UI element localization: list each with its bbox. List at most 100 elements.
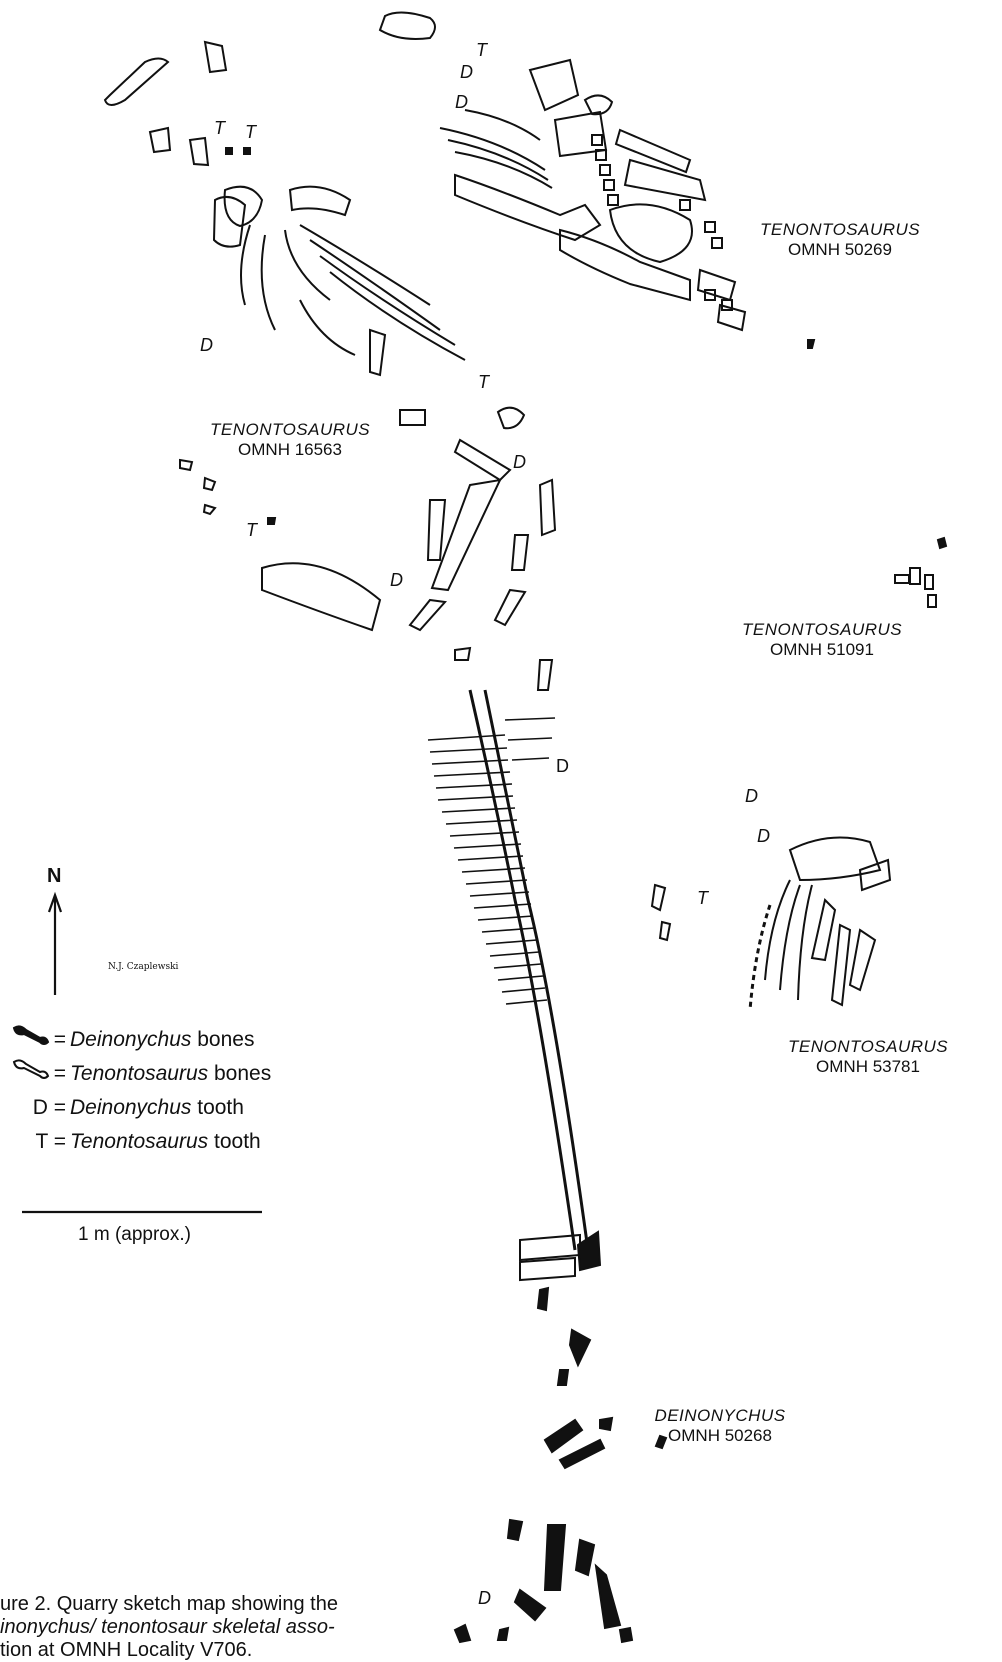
specimen-label-5: DEINONYCHUS OMNH 50268 [650, 1406, 790, 1446]
bone-outline [214, 197, 245, 247]
bone-outline [455, 440, 510, 480]
specimen-label-3: TENONTOSAURUS OMNH 51091 [742, 620, 902, 660]
specimen-id: OMNH 50269 [760, 240, 920, 260]
tenontosaurus-tooth-marker: T [245, 122, 256, 143]
bone-outline [652, 885, 665, 910]
bone-outline [180, 460, 192, 470]
tenontosaurus-tooth-marker: T [697, 888, 708, 909]
bone-outline [520, 1258, 575, 1280]
bone-outline [290, 187, 350, 215]
specimen-label-4: TENONTOSAURUS OMNH 53781 [788, 1037, 948, 1077]
north-arrow [49, 895, 61, 995]
deinonychus-tooth-marker: D [478, 1588, 491, 1609]
scale-label: 1 m (approx.) [78, 1224, 191, 1246]
caption-line: inonychus/ tenontosaur skeletal asso- [0, 1616, 338, 1639]
deinonychus-tooth-marker: D [455, 92, 468, 113]
bone-outline [204, 505, 215, 514]
rib [780, 885, 800, 990]
figure-caption: ure 2. Quarry sketch map showing the ino… [0, 1593, 338, 1662]
bone-outline [495, 590, 525, 625]
bone-outline [262, 563, 380, 630]
bone-outline [660, 922, 670, 940]
bone-outline [205, 42, 226, 72]
deinonychus-tooth-marker: D [460, 62, 473, 83]
bone-outline [150, 128, 170, 152]
specimen-label-1: TENONTOSAURUS OMNH 50269 [760, 220, 920, 260]
deinonychus-tooth-marker: D [757, 826, 770, 847]
bone-outline [850, 930, 875, 990]
legend-item-deinonychus-bones: =Deinonychus bones [6, 1028, 254, 1052]
legend-taxon: Deinonychus [70, 1028, 191, 1051]
legend-text: bones [208, 1062, 271, 1085]
specimen-genus: TENONTOSAURUS [760, 220, 920, 240]
specimen-label-2: TENONTOSAURUS OMNH 16563 [210, 420, 370, 460]
tenontosaurus-tooth-marker: T [214, 118, 225, 139]
bone-outline [498, 408, 524, 429]
deinonychus-tooth-marker: D [390, 570, 403, 591]
bone-outline [512, 535, 528, 570]
illustrator-signature: N.J. Czaplewski [108, 962, 178, 972]
bone-outline [370, 330, 385, 375]
legend-item-tenontosaurus-tooth: T =Tenontosaurus tooth [6, 1130, 261, 1154]
bone-outline [455, 648, 470, 660]
bone-outline [790, 838, 880, 881]
rib [310, 240, 440, 330]
deinonychus-bones [226, 148, 946, 1642]
bone-cluster [895, 568, 936, 607]
rib [465, 110, 540, 140]
bone-outline [410, 600, 445, 630]
tail-chevrons [428, 718, 555, 1004]
rib [440, 128, 545, 170]
tenontosaurus-tooth-marker: T [476, 40, 487, 61]
bone-outline [428, 500, 445, 560]
caption-line: ure 2. Quarry sketch map showing the [0, 1593, 338, 1616]
bone-outline [860, 860, 890, 890]
specimen-genus: TENONTOSAURUS [210, 420, 370, 440]
specimen-id: OMNH 51091 [742, 640, 902, 660]
rib [285, 230, 330, 300]
deinonychus-tooth-marker: D [200, 335, 213, 356]
bone-outline [380, 12, 435, 39]
specimen-id: OMNH 53781 [788, 1057, 948, 1077]
deinonychus-tooth-marker-upright: D [556, 756, 569, 777]
legend-taxon: Tenontosaurus [70, 1130, 208, 1153]
legend-symbol: = [6, 1062, 66, 1086]
bone-outline [540, 480, 555, 535]
caption-line: tion at OMNH Locality V706. [0, 1639, 338, 1662]
bone-outline [400, 410, 425, 425]
rib [798, 885, 812, 1000]
rib [262, 235, 275, 330]
tenontosaurus-tooth-marker: T [246, 520, 257, 541]
bone-outline [455, 175, 600, 240]
legend-taxon: Deinonychus [70, 1096, 191, 1119]
specimen-genus: TENONTOSAURUS [788, 1037, 948, 1057]
tenontosaurus-tooth-marker: T [478, 372, 489, 393]
specimen-genus: TENONTOSAURUS [742, 620, 902, 640]
legend-item-deinonychus-tooth: D =Deinonychus tooth [6, 1096, 244, 1120]
bone-outline [105, 59, 168, 106]
rib [241, 225, 250, 305]
bone-outline [560, 230, 690, 300]
bone-outline [812, 900, 835, 960]
bone-outline [698, 270, 735, 300]
rib [320, 256, 455, 345]
specimen-id: OMNH 50268 [650, 1426, 790, 1446]
legend-symbol: D = [6, 1096, 66, 1120]
bone-outline [190, 138, 208, 165]
legend-text: tooth [208, 1130, 261, 1153]
legend-taxon: Tenontosaurus [70, 1062, 208, 1085]
legend-item-tenontosaurus-bones: =Tenontosaurus bones [6, 1062, 271, 1086]
specimen-id: OMNH 16563 [210, 440, 370, 460]
north-label: N [47, 865, 61, 888]
deinonychus-tooth-marker: D [745, 786, 758, 807]
bone-outline [520, 1235, 580, 1260]
bone-outline [204, 478, 215, 490]
tail-column [485, 690, 588, 1250]
rib [765, 880, 790, 980]
bone-outline [625, 160, 705, 200]
rib [300, 225, 430, 305]
bone-outline [538, 660, 552, 690]
legend-text: bones [191, 1028, 254, 1051]
legend-symbol: T = [6, 1130, 66, 1154]
bone-outline [530, 60, 578, 110]
